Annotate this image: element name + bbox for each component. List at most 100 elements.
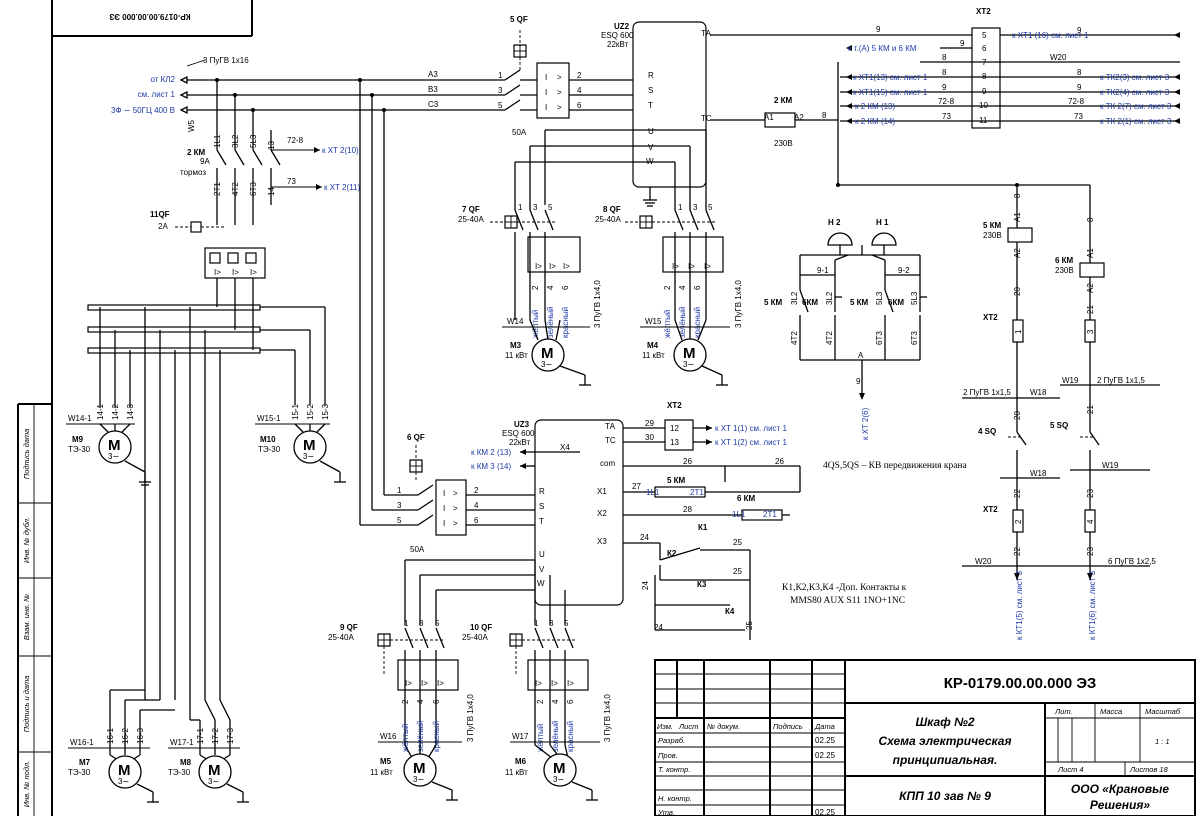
- title-line-3: принципиальная.: [893, 753, 998, 767]
- svg-text:5: 5: [708, 203, 713, 212]
- xt2-right-0: к XT1 (16) см. лист 1: [1012, 31, 1089, 40]
- motor-m10: W15-1 15-1 15-2 15-3 M 3∼ М10 ТЭ-30: [255, 403, 346, 483]
- svg-text:5 SQ: 5 SQ: [1050, 421, 1068, 430]
- svg-text:6: 6: [474, 516, 479, 525]
- svg-text:Масса: Масса: [1100, 707, 1122, 716]
- svg-text:12: 12: [670, 424, 679, 433]
- svg-text:ТС: ТС: [701, 114, 712, 123]
- svg-text:50А: 50А: [410, 545, 425, 554]
- svg-text:25-40А: 25-40А: [328, 633, 354, 642]
- svg-text:М9: М9: [72, 435, 84, 444]
- svg-text:5: 5: [564, 619, 569, 628]
- svg-text:3 ПуГВ 1х4,0: 3 ПуГВ 1х4,0: [734, 280, 743, 328]
- svg-text:4: 4: [551, 699, 560, 704]
- xt2-right-1: к ТК2(3) см. лист 3: [1100, 73, 1170, 82]
- svg-text:3 ПуГВ 1х4,0: 3 ПуГВ 1х4,0: [593, 280, 602, 328]
- side-label-4: Подпись и дата: [22, 676, 31, 733]
- svg-text:красный: красный: [566, 721, 575, 752]
- svg-text:8: 8: [1013, 193, 1022, 198]
- svg-text:73: 73: [287, 177, 296, 186]
- svg-text:1L1: 1L1: [646, 488, 660, 497]
- side-label-3: Взам. инв. №: [22, 594, 31, 640]
- terminal-xt2-top: XT2 5 6 7 8 9 10 11: [710, 7, 1180, 185]
- svg-text:Листов 18: Листов 18: [1129, 765, 1169, 774]
- svg-text:2: 2: [536, 699, 545, 704]
- svg-text:Х4: Х4: [560, 443, 570, 452]
- svg-text:красный: красный: [432, 721, 441, 752]
- svg-text:22: 22: [1013, 489, 1022, 498]
- svg-text:T: T: [539, 517, 544, 526]
- svg-text:5L3: 5L3: [875, 291, 884, 305]
- svg-text:11QF: 11QF: [150, 210, 170, 219]
- svg-text:com: com: [600, 459, 615, 468]
- qf5-rating: 50А: [512, 128, 527, 137]
- svg-text:3∼: 3∼: [683, 360, 694, 369]
- company-line-2: Решения»: [1090, 798, 1151, 812]
- svg-text:1: 1: [397, 486, 402, 495]
- svg-text:2Т1: 2Т1: [763, 510, 777, 519]
- svg-text:72-8: 72-8: [938, 97, 955, 106]
- svg-text:9А: 9А: [200, 157, 210, 166]
- breaker-8qf: 8 QF 25-40А 1 3 5 I>I>I> 2 4 6 жёлтый зе…: [595, 203, 743, 338]
- svg-text:30: 30: [645, 433, 654, 442]
- svg-text:X2: X2: [597, 509, 607, 518]
- svg-text:Лист 4: Лист 4: [1057, 765, 1084, 774]
- limit-switch-note: 4QS,5QS – КВ передвижения крана: [823, 461, 967, 471]
- svg-text:17-1: 17-1: [196, 727, 205, 744]
- svg-text:9: 9: [942, 83, 947, 92]
- svg-text:8: 8: [1077, 68, 1082, 77]
- svg-text:1: 1: [498, 71, 503, 80]
- svg-text:2: 2: [663, 285, 672, 290]
- svg-text:20: 20: [1013, 411, 1022, 420]
- svg-text:6 QF: 6 QF: [407, 433, 425, 442]
- svg-text:17-2: 17-2: [211, 727, 220, 744]
- svg-text:ESQ 600: ESQ 600: [502, 429, 535, 438]
- svg-text:4Т2: 4Т2: [231, 182, 240, 196]
- svg-text:4 SQ: 4 SQ: [978, 427, 996, 436]
- svg-text:2А: 2А: [158, 222, 168, 231]
- svg-text:2 КМ: 2 КМ: [774, 96, 793, 105]
- svg-text:6КМ: 6КМ: [888, 298, 904, 307]
- title-line-2: Схема электрическая: [878, 734, 1011, 748]
- svg-text:Т. контр.: Т. контр.: [658, 765, 690, 774]
- motor-m6: M 3∼ М6 11 кВт: [505, 744, 598, 801]
- bus-c3: С3: [428, 100, 439, 109]
- svg-text:>: >: [453, 504, 458, 513]
- breaker-10qf: 10 QF 25-40А 1 3 5 I>I>I> 2 4 6 жёлтый з…: [462, 619, 612, 752]
- drive-uz3: UZ3 ESQ 600 22кВт ТА ТС com X1 X2 X3 R S…: [471, 401, 800, 606]
- svg-text:Дата: Дата: [814, 722, 835, 731]
- svg-text:3: 3: [1086, 329, 1095, 334]
- doc-code: КР-0179.00.00.000 ЭЗ: [944, 675, 1096, 692]
- svg-text:I>: I>: [551, 679, 558, 688]
- xt2-right-2: к ТК2(4) см. лист 3: [1100, 88, 1170, 97]
- svg-text:зелёный: зелёный: [678, 306, 687, 338]
- svg-text:25-40А: 25-40А: [458, 215, 484, 224]
- svg-text:красный: красный: [693, 307, 702, 338]
- svg-text:5: 5: [548, 203, 553, 212]
- relay-note-1: К1,К2,К3,К4 -Доп. Контакты к: [782, 583, 907, 593]
- svg-text:29: 29: [645, 419, 654, 428]
- svg-text:15-1: 15-1: [291, 403, 300, 420]
- svg-text:ТА: ТА: [701, 29, 712, 38]
- svg-text:22кВт: 22кВт: [509, 438, 530, 447]
- svg-text:жёлтый: жёлтый: [663, 310, 672, 338]
- svg-text:6Т3: 6Т3: [249, 182, 258, 196]
- svg-text:M: M: [303, 437, 316, 454]
- svg-text:3: 3: [498, 86, 503, 95]
- svg-text:Масштаб: Масштаб: [1145, 707, 1181, 716]
- svg-text:А1: А1: [1013, 212, 1022, 222]
- svg-text:9: 9: [876, 25, 881, 34]
- svg-text:I: I: [443, 519, 445, 528]
- svg-text:8 QF: 8 QF: [603, 205, 621, 214]
- svg-text:3L2: 3L2: [790, 291, 799, 305]
- svg-text:К3: К3: [697, 580, 707, 589]
- svg-text:6: 6: [982, 44, 987, 53]
- svg-text:I: I: [443, 504, 445, 513]
- svg-text:ТЭ-30: ТЭ-30: [168, 768, 191, 777]
- svg-text:5: 5: [498, 101, 503, 110]
- xt2-w20: W20: [1050, 53, 1067, 62]
- svg-text:к КТ1(5) см. лист 3: к КТ1(5) см. лист 3: [1015, 570, 1024, 640]
- motor-m4: M 3∼ М4 11 кВт: [642, 319, 728, 386]
